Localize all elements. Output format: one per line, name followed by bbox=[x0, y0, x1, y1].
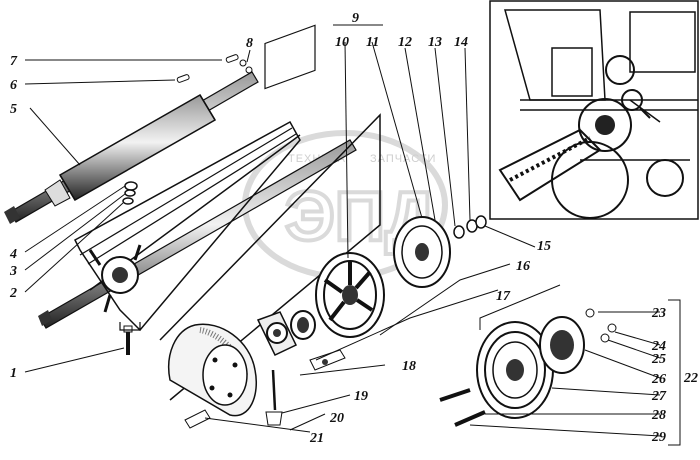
bearing-16 bbox=[290, 310, 316, 340]
rod-19 bbox=[265, 369, 283, 426]
part-labels: 7 6 8 5 4 3 2 1 9 10 11 12 13 14 15 16 1… bbox=[9, 11, 698, 446]
label-11: 11 bbox=[366, 35, 379, 50]
pin-7 bbox=[225, 54, 239, 63]
label-26: 26 bbox=[651, 372, 666, 387]
pulley-11 bbox=[315, 252, 385, 338]
beater-assembly-2 bbox=[38, 24, 381, 401]
label-12: 12 bbox=[398, 35, 412, 50]
label-25: 25 bbox=[651, 352, 666, 367]
bolts-28-29 bbox=[439, 388, 486, 427]
label-10: 10 bbox=[335, 35, 349, 50]
label-15: 15 bbox=[537, 239, 551, 254]
label-22: 22 bbox=[683, 371, 698, 386]
label-13: 13 bbox=[428, 35, 442, 50]
nut-8 bbox=[239, 59, 253, 74]
label-18: 18 bbox=[402, 359, 416, 374]
label-4: 4 bbox=[9, 247, 17, 262]
shaft-5 bbox=[4, 71, 259, 224]
label-14: 14 bbox=[454, 35, 468, 50]
bearing-26 bbox=[539, 316, 585, 374]
combine-inset bbox=[489, 0, 699, 220]
label-20: 20 bbox=[329, 411, 344, 426]
disc-21 bbox=[168, 323, 257, 429]
label-9: 9 bbox=[352, 11, 359, 26]
bolt-1 bbox=[119, 322, 141, 355]
label-28: 28 bbox=[651, 408, 666, 423]
nut-washer-3-4 bbox=[122, 181, 138, 205]
label-2: 2 bbox=[9, 286, 17, 301]
nuts-23-25 bbox=[585, 308, 617, 343]
bolts-17 bbox=[309, 349, 346, 371]
label-6: 6 bbox=[10, 78, 17, 93]
label-7: 7 bbox=[10, 54, 18, 69]
label-24: 24 bbox=[651, 339, 666, 354]
label-23: 23 bbox=[651, 306, 666, 321]
label-1: 1 bbox=[10, 366, 17, 381]
label-27: 27 bbox=[651, 389, 667, 404]
watermark-text-right: ЗАПЧАСТИ bbox=[370, 153, 436, 165]
pulley-27 bbox=[476, 321, 554, 419]
label-21: 21 bbox=[309, 431, 324, 446]
label-8: 8 bbox=[246, 36, 253, 51]
label-29: 29 bbox=[651, 430, 666, 445]
pulley-12 bbox=[393, 216, 451, 288]
flange-18 bbox=[256, 311, 298, 356]
label-3: 3 bbox=[9, 264, 17, 279]
label-5: 5 bbox=[10, 102, 17, 117]
label-16: 16 bbox=[516, 259, 530, 274]
pin-6 bbox=[176, 74, 190, 83]
label-17: 17 bbox=[496, 289, 511, 304]
washers-14-15 bbox=[453, 215, 487, 239]
label-19: 19 bbox=[354, 389, 368, 404]
leader-lines bbox=[24, 24, 681, 446]
